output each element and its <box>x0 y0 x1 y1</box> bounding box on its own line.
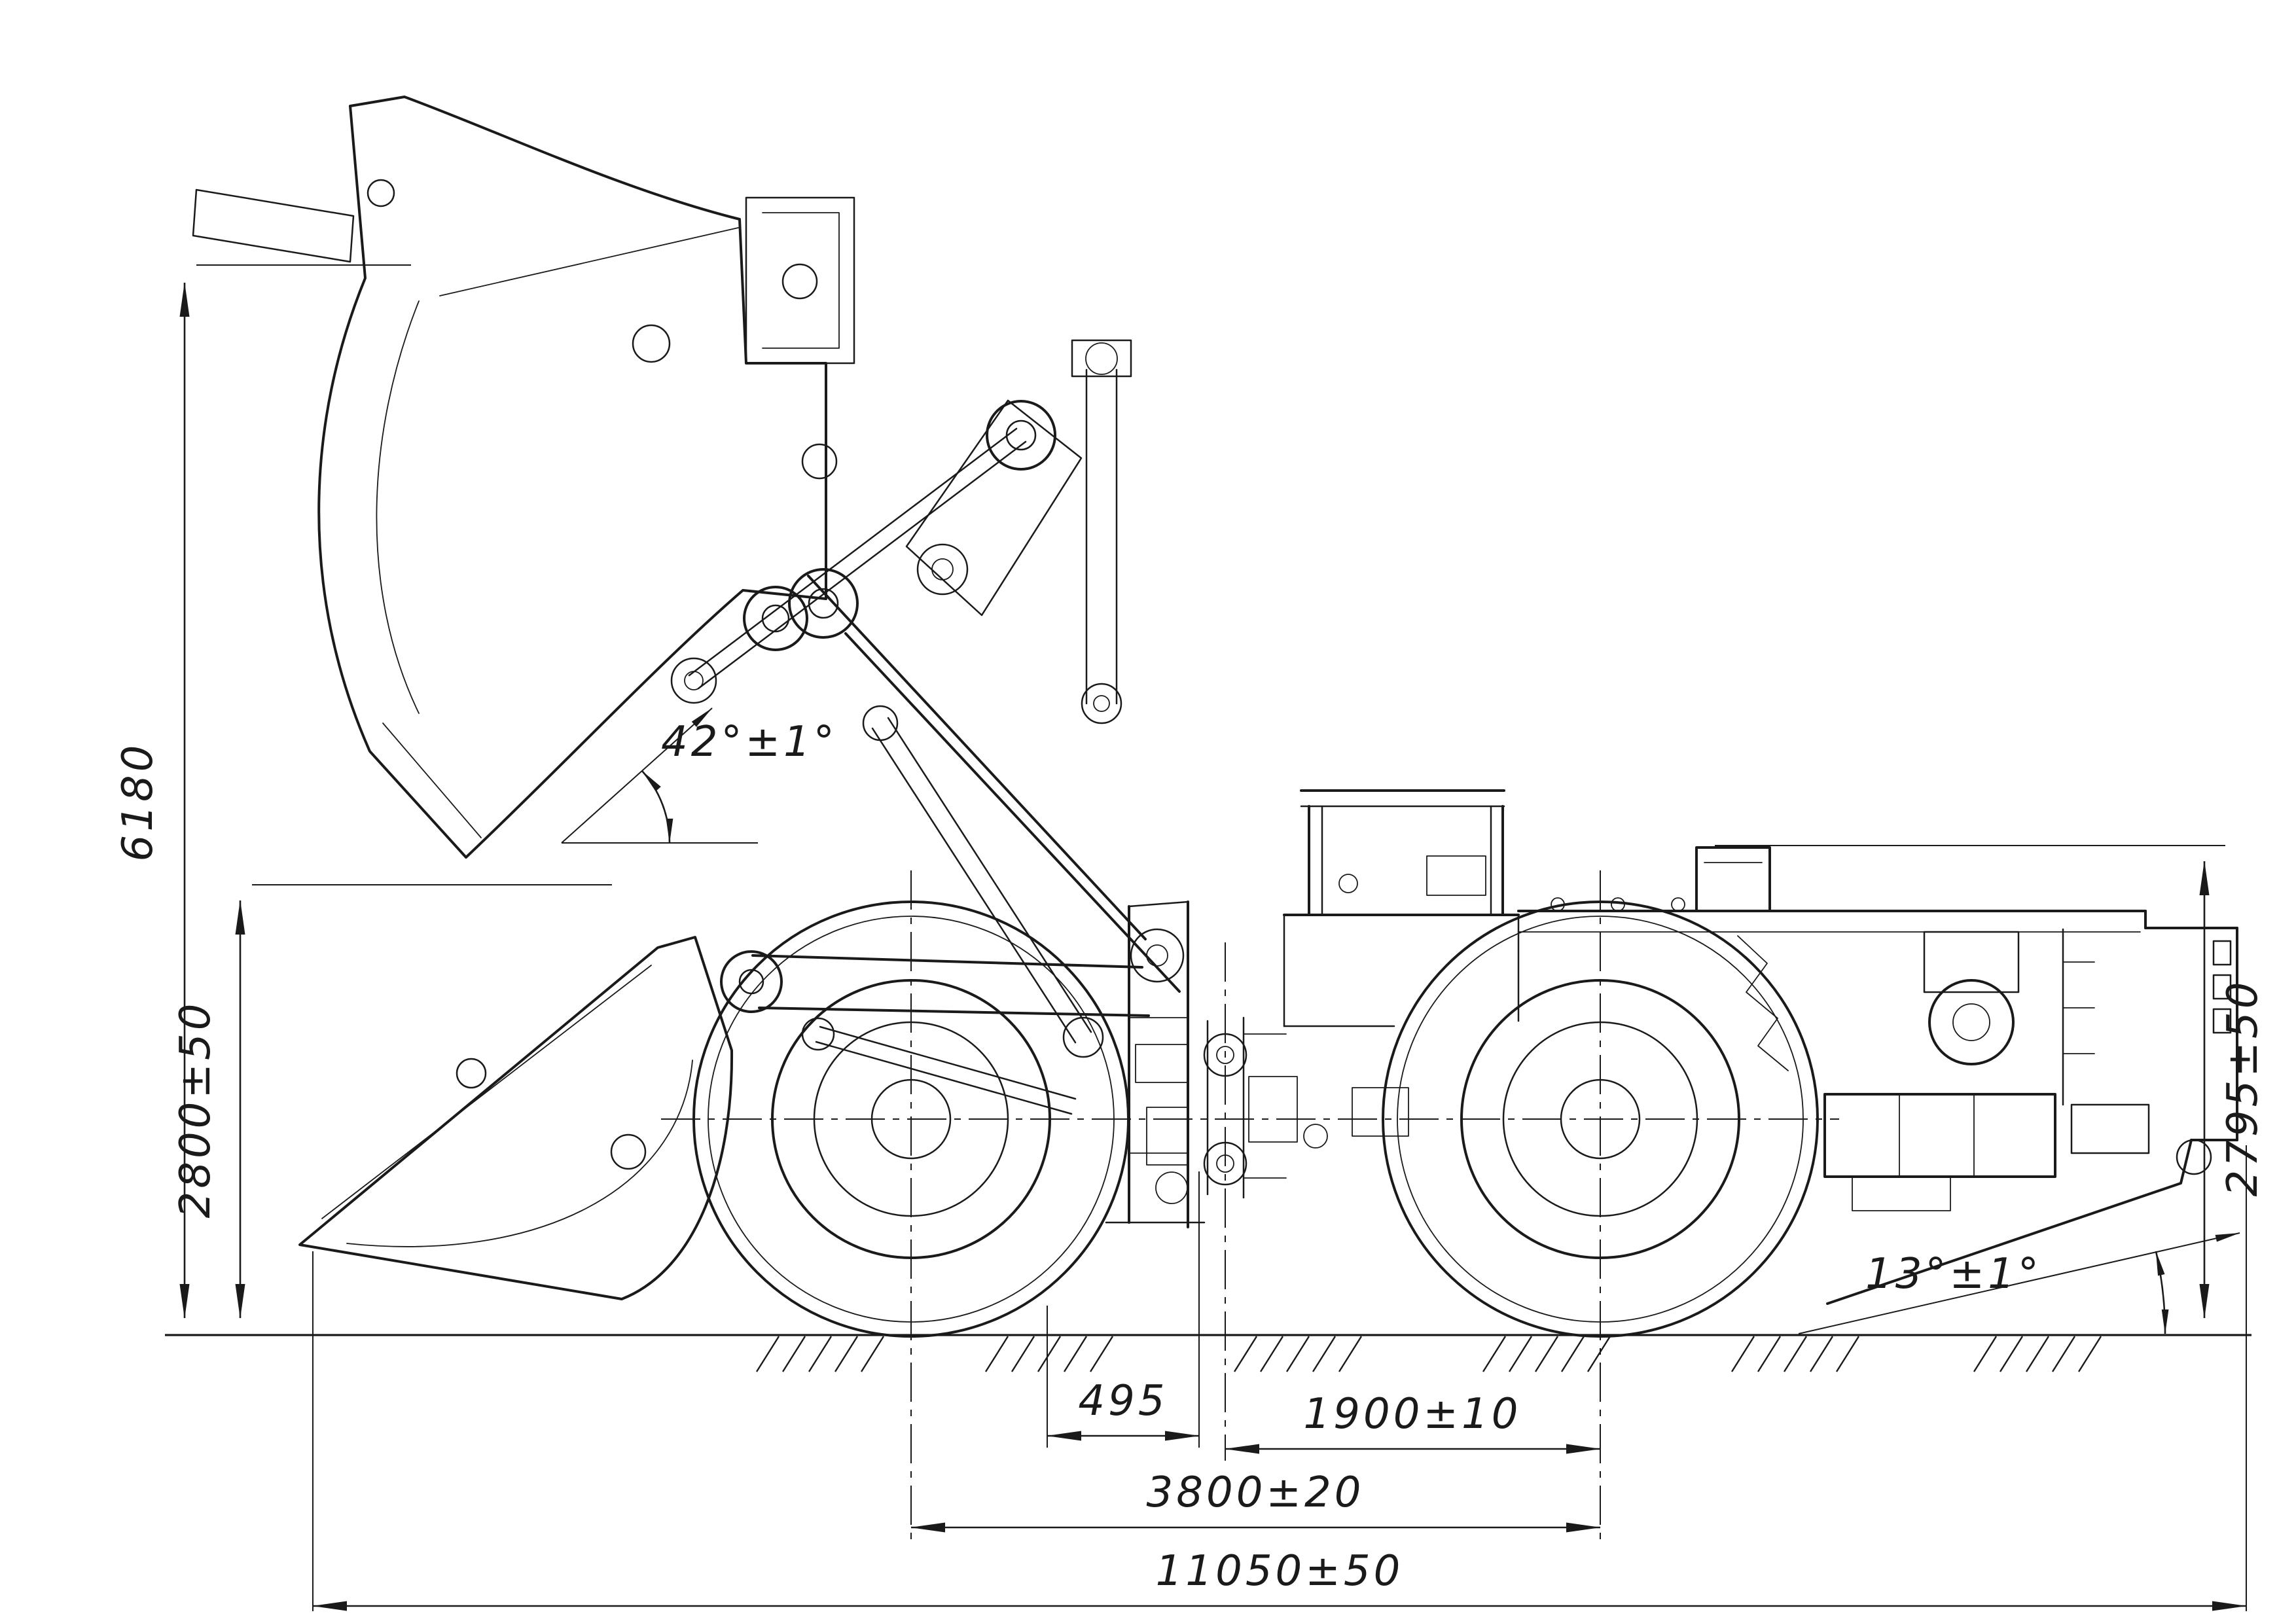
grille-slat <box>2212 974 2232 1000</box>
dim-pin-offset-label: 495 <box>1078 1377 1168 1425</box>
dim-wheelbase-label: 3800±20 <box>1147 1469 1365 1517</box>
dim-rear-height-label: 2795±50 <box>2219 979 2267 1197</box>
rear-wheel <box>1382 901 1819 1338</box>
dim-overall-height: 6180 <box>114 282 190 1319</box>
bellcrank <box>905 399 1083 616</box>
boom-lowered <box>720 950 1150 1115</box>
dump-angle-annotation: 42°±1° <box>561 707 838 844</box>
dim-bucket-height-label: 2800±50 <box>171 1001 220 1219</box>
bucket-edge-shoe <box>192 188 355 263</box>
dim-hinge-to-rear-axle-label: 1900±10 <box>1304 1390 1522 1438</box>
operator-canopy <box>1283 789 1520 1027</box>
seat-console <box>1426 855 1486 896</box>
dim-rear-height: 2795±50 <box>2199 861 2267 1319</box>
boom-raised <box>688 339 1181 1058</box>
muffler <box>1928 979 2015 1065</box>
dim-bucket-height: 2800±50 <box>171 900 245 1319</box>
hydraulic-hose <box>1737 935 1789 1071</box>
dim-overall-height-label: 6180 <box>114 742 162 862</box>
rear-body <box>1517 846 2238 1305</box>
ground-line <box>165 1334 2251 1372</box>
articulation-hinge <box>1203 1016 1409 1199</box>
departure-angle-label: 13°±1° <box>1865 1250 2042 1298</box>
dim-overall-length-label: 11050±50 <box>1156 1547 1404 1596</box>
bucket-lowered <box>298 936 734 1300</box>
bucket-raised <box>192 96 855 859</box>
dump-angle-label: 42°±1° <box>661 718 838 766</box>
extension-lines <box>196 264 2247 1611</box>
dim-pin-offset: 495 <box>1047 1377 1200 1441</box>
dim-wheelbase: 3800±20 <box>910 1469 1601 1533</box>
ground-hatching <box>755 1336 2102 1372</box>
centerlines <box>661 870 1839 1539</box>
muffler-bracket <box>1923 931 2020 993</box>
bucket-headboard <box>745 196 855 365</box>
exhaust-stack <box>1695 846 1771 912</box>
grille-slat <box>2212 1008 2232 1034</box>
front-frame <box>1105 901 1206 1228</box>
dim-hinge-to-rear-axle: 1900±10 <box>1225 1390 1601 1454</box>
grille-slat <box>2212 940 2232 966</box>
fuel-tank <box>1823 1093 2056 1178</box>
dim-overall-length: 11050±50 <box>312 1547 2247 1611</box>
tilt-link <box>1071 339 1132 724</box>
departure-angle-annotation: 13°±1° <box>1798 1232 2240 1334</box>
lift-cylinder-raised <box>862 705 1104 1058</box>
